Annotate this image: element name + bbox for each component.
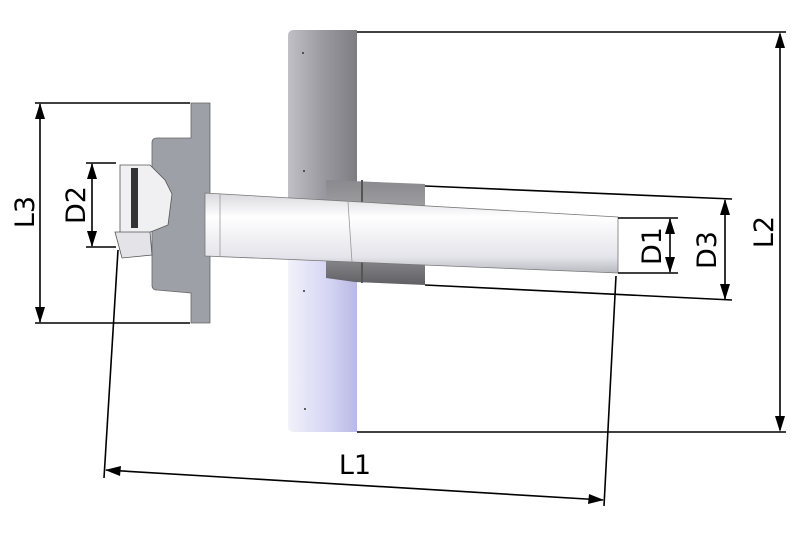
dimension-l2: L2 bbox=[357, 31, 786, 433]
dimension-d1: D1 bbox=[618, 217, 678, 274]
dimension-d3: D3 bbox=[424, 185, 733, 301]
dimension-d2: D2 bbox=[61, 162, 116, 248]
pipe-coupling bbox=[114, 164, 173, 259]
dimension-l1: L1 bbox=[103, 249, 617, 507]
flange bbox=[151, 102, 211, 324]
label-d3: D3 bbox=[692, 231, 723, 269]
label-l2: L2 bbox=[749, 216, 780, 248]
dimension-l3: L3 bbox=[10, 102, 190, 324]
label-l3: L3 bbox=[10, 196, 41, 228]
label-l1: L1 bbox=[339, 450, 371, 481]
label-d1: D1 bbox=[637, 227, 668, 265]
label-d2: D2 bbox=[61, 186, 92, 224]
pipe bbox=[204, 192, 619, 274]
